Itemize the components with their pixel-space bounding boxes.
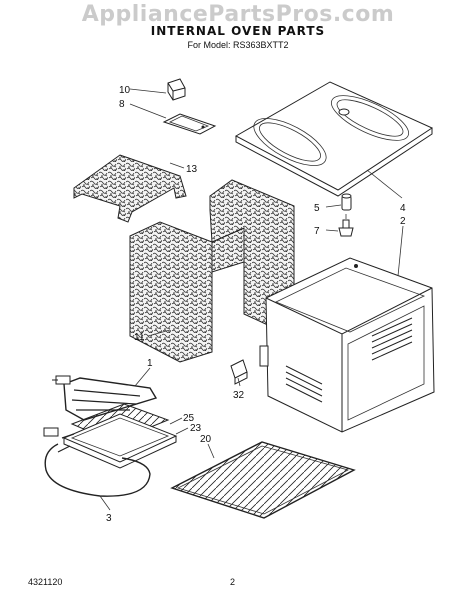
part-32-clip bbox=[230, 359, 248, 387]
part-13-top-insulation bbox=[73, 154, 187, 223]
callout-4: 4 bbox=[400, 203, 406, 214]
callout-5: 5 bbox=[314, 203, 320, 214]
part-2-oven-liner bbox=[259, 225, 435, 433]
part-1-broil-element bbox=[52, 367, 158, 421]
part-23-broiler-pan bbox=[62, 413, 189, 469]
callout-32: 32 bbox=[233, 390, 245, 401]
part-8-plate bbox=[129, 103, 217, 135]
watermark: AppliancePartsPros.com bbox=[81, 2, 395, 27]
model-number: For Model: RS363BXTT2 bbox=[187, 40, 289, 50]
callout-2: 2 bbox=[400, 216, 406, 227]
callout-20: 20 bbox=[200, 434, 212, 445]
page-number: 2 bbox=[230, 577, 236, 587]
callout-13: 13 bbox=[186, 164, 198, 175]
part-5-bushing bbox=[325, 193, 352, 211]
part-10-bracket bbox=[129, 78, 186, 101]
part-4-oven-bottom bbox=[234, 81, 434, 199]
callout-8: 8 bbox=[119, 99, 125, 110]
callout-23: 23 bbox=[190, 423, 202, 434]
callout-3: 3 bbox=[106, 513, 112, 524]
callout-25: 25 bbox=[183, 413, 195, 424]
callout-11: 11 bbox=[134, 332, 145, 343]
part-11-wrap-insulation bbox=[129, 179, 295, 363]
callout-10: 10 bbox=[119, 85, 131, 96]
part-list-number: 4321120 bbox=[28, 577, 63, 587]
callout-7: 7 bbox=[314, 226, 320, 237]
part-20-oven-rack bbox=[170, 441, 356, 519]
part-3-bake-element bbox=[43, 427, 151, 511]
callout-1: 1 bbox=[147, 358, 153, 369]
diagram-title: INTERNAL OVEN PARTS bbox=[150, 24, 326, 38]
part-7-fitting bbox=[325, 214, 354, 237]
